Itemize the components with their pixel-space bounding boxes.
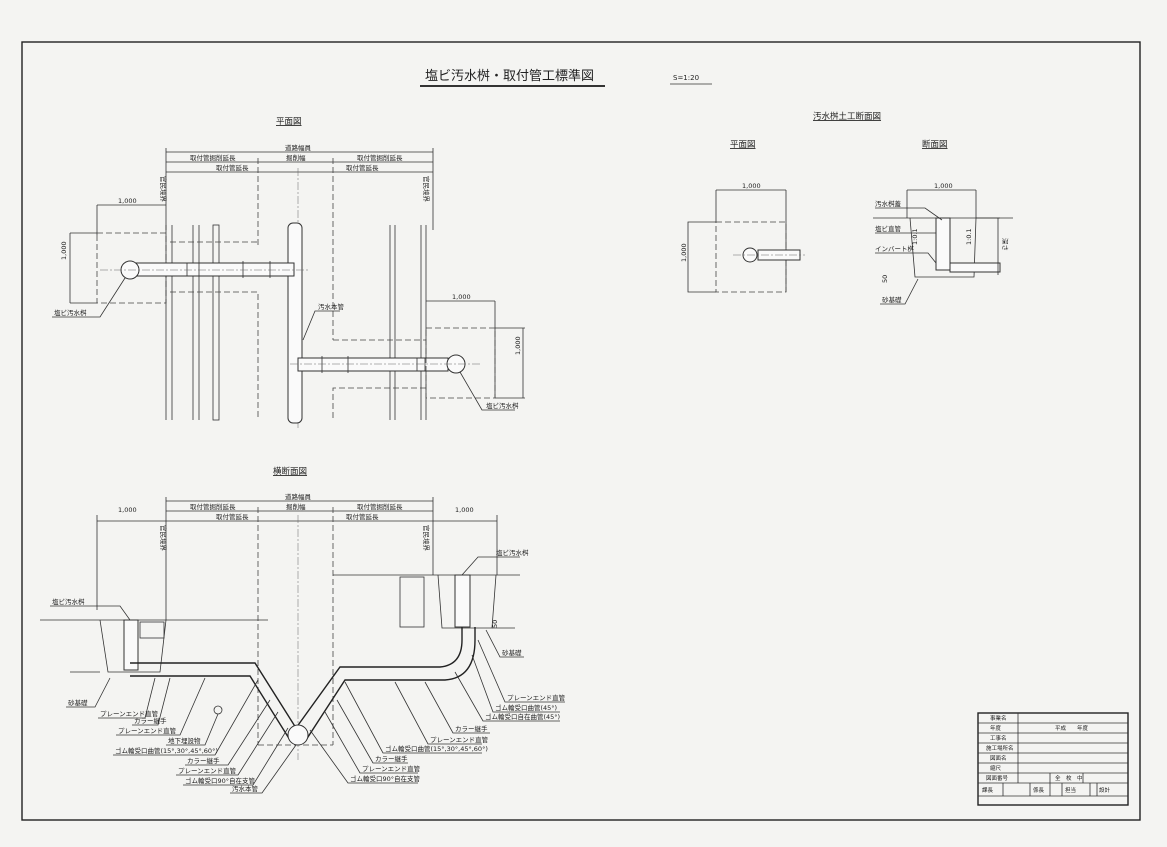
- excavation-ext-left-label: 取付管掘削延長: [190, 153, 236, 162]
- tb-signature-label: 係長: [1033, 786, 1045, 794]
- cross-section-view: 横断面図 道路幅員 取付管掘削延長 掘削幅 取付管掘削延長 取付管延長 取付管延…: [40, 466, 566, 794]
- main-pipe-label: 汚水本管: [318, 302, 345, 311]
- ew-plan-height: 1,000: [680, 243, 688, 262]
- cs-dim-right: 1,000: [455, 506, 474, 514]
- cross-section-heading: 横断面図: [273, 466, 307, 477]
- leader-label: ゴム輪受口曲管(15°,30°,45°,60°): [115, 746, 218, 755]
- earthwork-heading: 汚水桝土工断面図: [813, 111, 881, 122]
- cs-thickness: 50: [491, 620, 499, 628]
- tb-label: 事業名: [990, 714, 1007, 722]
- plan-view: 平面図 道路幅員 取付管掘削延長 掘削幅 取付管掘削延長 取付管延長 取付管延長…: [52, 117, 525, 430]
- leader-label: プレーンエンド直管: [118, 726, 177, 735]
- leader-label: ゴム輪受口90°自在支管: [185, 776, 256, 785]
- tb-value: 全 枚 中: [1055, 774, 1083, 782]
- ew-slope-right: 1:0.1: [965, 228, 973, 245]
- leader-label: 砂基礎: [68, 698, 88, 707]
- underground-utility: [213, 705, 223, 715]
- leader-label: プレーンエンド直管: [100, 709, 159, 718]
- lateral-pipe-section-lower: [130, 627, 476, 741]
- earthwork-plan-heading: 平面図: [730, 140, 756, 150]
- tb-signature-label: 担当: [1065, 786, 1076, 794]
- excavation-width-label: 掘削幅: [286, 153, 306, 162]
- tb-label: 工事名: [990, 734, 1007, 742]
- ew-thickness: 50: [881, 275, 889, 283]
- leader-label: ゴム輪受口自在曲管(45°): [485, 712, 560, 721]
- leader-label: ゴム輪受口曲管(45°): [495, 703, 557, 712]
- cs-boundary-right: 官民境界: [422, 525, 431, 552]
- cs-manhole-left-label: 塩ビ汚水桝: [52, 597, 85, 606]
- dim-left-width: 1,000: [118, 197, 137, 205]
- cs-excavation-width: 掘削幅: [286, 502, 306, 511]
- manhole-left-section: [123, 619, 139, 671]
- dim-left-height: 1,000: [60, 241, 68, 260]
- ew-invert-label: インバート桝: [875, 244, 915, 253]
- ew-cover-label: 汚水桝蓋: [875, 199, 902, 208]
- leader-label: プレーンエンド直管: [362, 764, 421, 773]
- leader-label: カラー継手: [187, 756, 220, 765]
- leader-label: ゴム輪受口90°自在支管: [350, 774, 421, 783]
- tb-label: 縮尺: [990, 764, 1002, 772]
- plan-view-heading: 平面図: [276, 117, 302, 127]
- tb-signature-label: 設計: [1099, 786, 1111, 794]
- tb-label: 図面番号: [986, 775, 1009, 782]
- cs-pipe-length-right: 取付管延長: [346, 512, 379, 521]
- lateral-pipe-section-upper: [130, 627, 463, 730]
- ew-depth-label: 深さ: [1001, 238, 1010, 251]
- sheet-border: [21, 41, 1141, 821]
- manhole-left-label: 塩ビ汚水桝: [54, 308, 87, 317]
- main-sewer-pipe-section: [287, 724, 309, 746]
- lateral-pipe-right: [297, 357, 449, 372]
- earthwork-section-heading: 断面図: [922, 139, 948, 150]
- leader-label: プレーンエンド直管: [507, 693, 566, 702]
- cs-boundary-left: 官民境界: [159, 525, 168, 552]
- leader-label: ゴム輪受口曲管(15°,30°,45°,60°): [385, 744, 488, 753]
- tb-label: 図面名: [990, 754, 1007, 762]
- leader-label: カラー継手: [455, 724, 488, 733]
- ew-plan-width: 1,000: [742, 182, 761, 190]
- cs-excavation-ext-left: 取付管掘削延長: [190, 502, 236, 511]
- left-leader-labels: 砂基礎 プレーンエンド直管 カラー継手 プレーンエンド直管 地下埋設物 ゴム輪受…: [66, 677, 297, 794]
- ew-section-width: 1,000: [934, 182, 953, 190]
- pipe-length-left-label: 取付管延長: [216, 163, 249, 172]
- ew-pipe-label: 塩ビ直管: [875, 224, 902, 233]
- leader-label: プレーンエンド直管: [178, 766, 237, 775]
- excavation-ext-right-label: 取付管掘削延長: [357, 153, 403, 162]
- cs-dim-left: 1,000: [118, 506, 137, 514]
- scale-label: S=1:20: [673, 74, 699, 82]
- road-width-label: 道路幅員: [285, 143, 312, 152]
- tb-signature-label: 課長: [982, 786, 994, 794]
- tb-label: 年度: [990, 724, 1002, 732]
- ew-sand-label: 砂基礎: [882, 295, 902, 304]
- cs-sand-right-label: 砂基礎: [502, 648, 522, 657]
- tb-label: 施工場所名: [986, 744, 1014, 752]
- leader-label: カラー継手: [375, 754, 408, 763]
- cs-excavation-ext-right: 取付管掘削延長: [357, 502, 403, 511]
- title-block: 事業名 年度 平成 年度 工事名 施工場所名 図面名 縮尺 図面番号 全 枚 中…: [977, 712, 1129, 806]
- dim-right-width: 1,000: [452, 293, 471, 301]
- ew-slope-left: 1:0.1: [911, 228, 919, 245]
- cs-pipe-length-left: 取付管延長: [216, 512, 249, 521]
- earthwork-section: 汚水桝土工断面図 平面図 断面図 1,000 1,000 1,000 深さ 1:…: [680, 111, 1013, 305]
- leader-label: 地下埋設物: [168, 736, 201, 745]
- drawing-title: 塩ビ汚水桝・取付管工標準図: [425, 68, 594, 84]
- dim-right-height: 1,000: [514, 336, 522, 355]
- pipe-length-right-label: 取付管延長: [346, 163, 379, 172]
- main-sewer-pipe-plan: [287, 222, 303, 424]
- tb-value: 平成 年度: [1055, 724, 1089, 732]
- manhole-right-label: 塩ビ汚水桝: [486, 401, 519, 410]
- ew-manhole-section: [935, 217, 951, 271]
- cs-road-width-label: 道路幅員: [285, 492, 312, 501]
- boundary-left-label: 官民境界: [159, 176, 168, 203]
- leader-label: カラー継手: [134, 716, 167, 725]
- leader-label: 汚水本管: [232, 784, 259, 793]
- cs-manhole-right-label: 塩ビ汚水桝: [496, 548, 529, 557]
- right-leader-labels: プレーンエンド直管 ゴム輪受口曲管(45°) ゴム輪受口自在曲管(45°) カラ…: [309, 639, 566, 784]
- manhole-right-section: [454, 574, 471, 628]
- leader-label: プレーンエンド直管: [430, 735, 489, 744]
- boundary-right-label: 官民境界: [422, 176, 431, 203]
